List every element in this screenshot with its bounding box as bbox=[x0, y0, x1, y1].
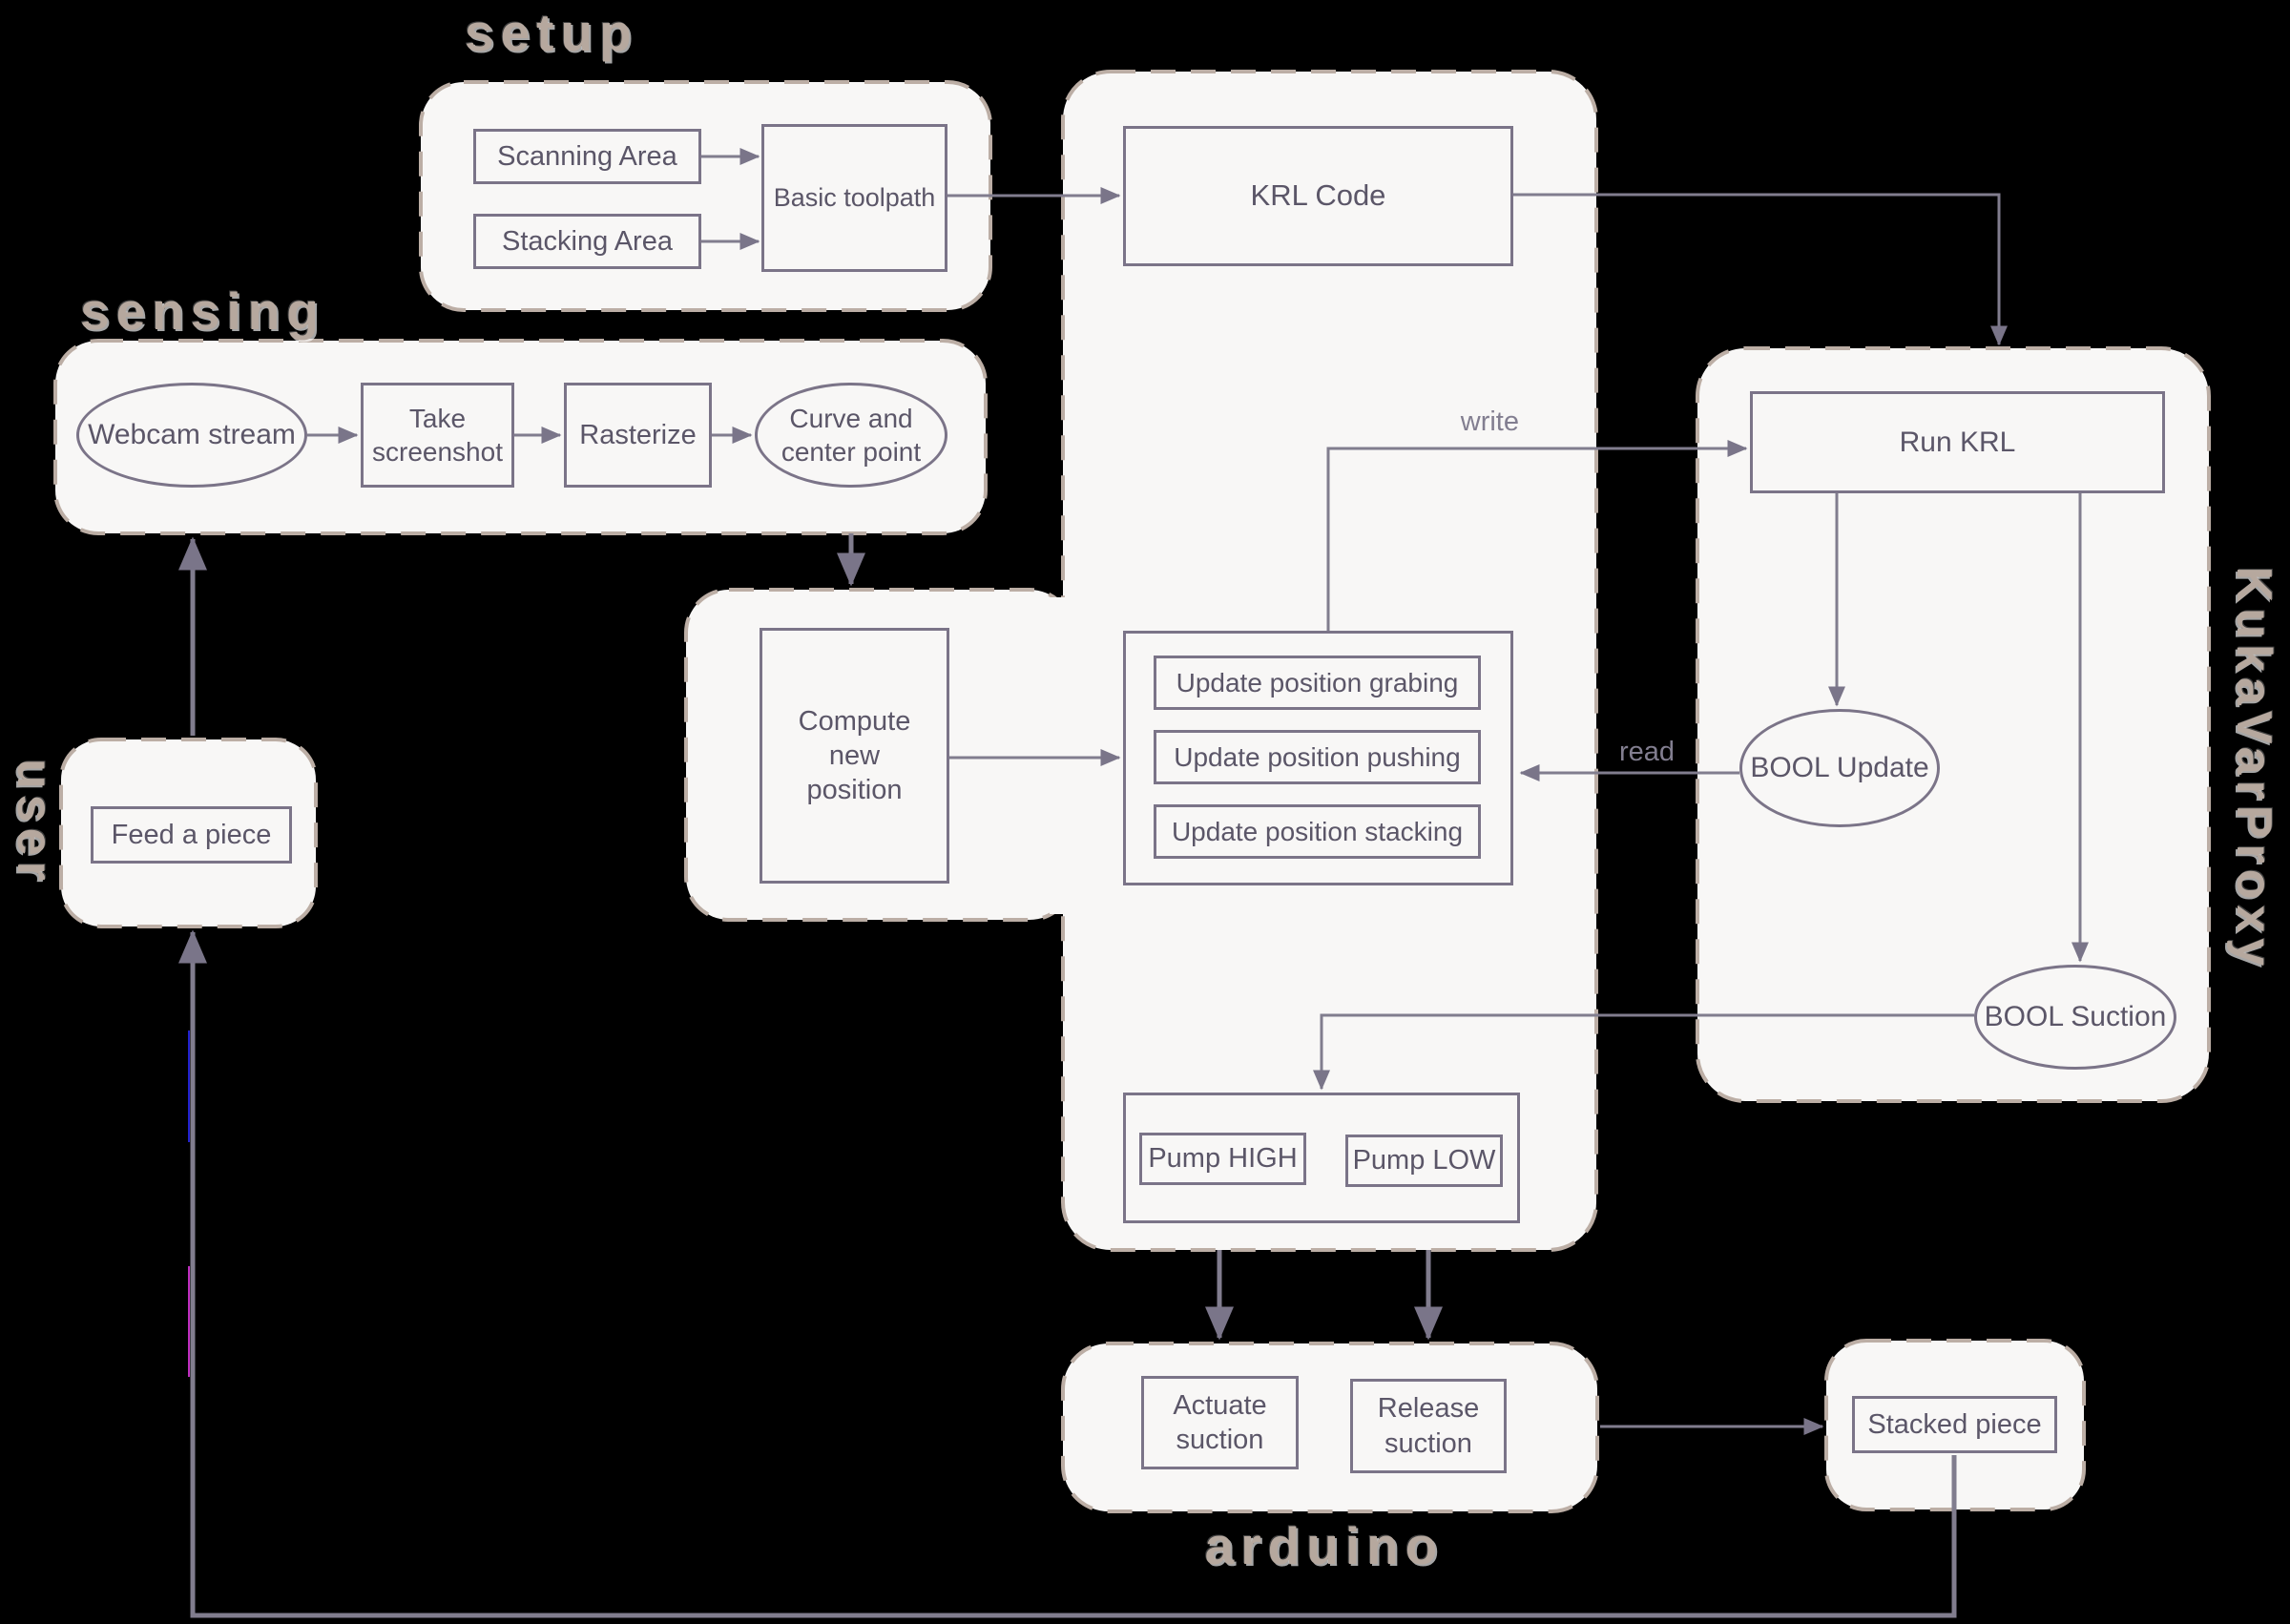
scanning-area-node: Scanning Area bbox=[473, 129, 701, 184]
write-edge-label: write bbox=[1460, 406, 1519, 437]
curve-center-point-node: Curve and center point bbox=[755, 383, 947, 488]
take-screenshot-node: Take screenshot bbox=[361, 383, 514, 488]
sensing-zone bbox=[53, 339, 988, 535]
update-position-stacking-node: Update position stacking bbox=[1154, 804, 1481, 859]
stacking-area-node: Stacking Area bbox=[473, 214, 701, 269]
update-position-grabing-node: Update position grabing bbox=[1154, 656, 1481, 710]
bool-update-node: BOOL Update bbox=[1739, 709, 1940, 827]
arduino-zone bbox=[1061, 1342, 1599, 1513]
stacked-piece-zone bbox=[1824, 1339, 2086, 1511]
feed-a-piece-node: Feed a piece bbox=[91, 806, 292, 864]
bool-suction-node: BOOL Suction bbox=[1974, 965, 2176, 1070]
user-zone bbox=[59, 738, 318, 928]
stacked-piece-node: Stacked piece bbox=[1852, 1396, 2057, 1453]
sensing-section-label: sensing bbox=[80, 281, 325, 341]
krl-code-node: KRL Code bbox=[1123, 126, 1513, 266]
basic-toolpath-node: Basic toolpath bbox=[761, 124, 947, 272]
edge-updates-write-to-runkrl bbox=[1326, 440, 1748, 631]
release-suction-node: Release suction bbox=[1350, 1379, 1507, 1473]
edge-stackedpiece-feedback-to-user bbox=[178, 929, 1957, 1618]
actuate-suction-node: Actuate suction bbox=[1141, 1376, 1299, 1469]
compute-new-position-node: Compute new position bbox=[760, 628, 949, 884]
edge-boolsuction-to-pumps bbox=[1313, 1013, 1974, 1091]
webcam-stream-node: Webcam stream bbox=[76, 383, 307, 488]
pump-high-node: Pump HIGH bbox=[1139, 1133, 1306, 1185]
edge-krlcode-to-kukazone bbox=[1513, 193, 2008, 346]
central-zone bbox=[1061, 70, 1598, 1252]
read-edge-label: read bbox=[1619, 737, 1676, 767]
pump-group bbox=[1123, 1093, 1520, 1223]
update-positions-group bbox=[1123, 631, 1513, 885]
setup-section-label: setup bbox=[465, 3, 638, 62]
run-krl-node: Run KRL bbox=[1750, 391, 2165, 493]
arduino-section-label: arduino bbox=[1204, 1516, 1445, 1575]
zone-merge-patch bbox=[1050, 597, 1088, 914]
pump-low-node: Pump LOW bbox=[1345, 1135, 1503, 1187]
rasterize-node: Rasterize bbox=[564, 383, 712, 488]
update-position-pushing-node: Update position pushing bbox=[1154, 730, 1481, 784]
